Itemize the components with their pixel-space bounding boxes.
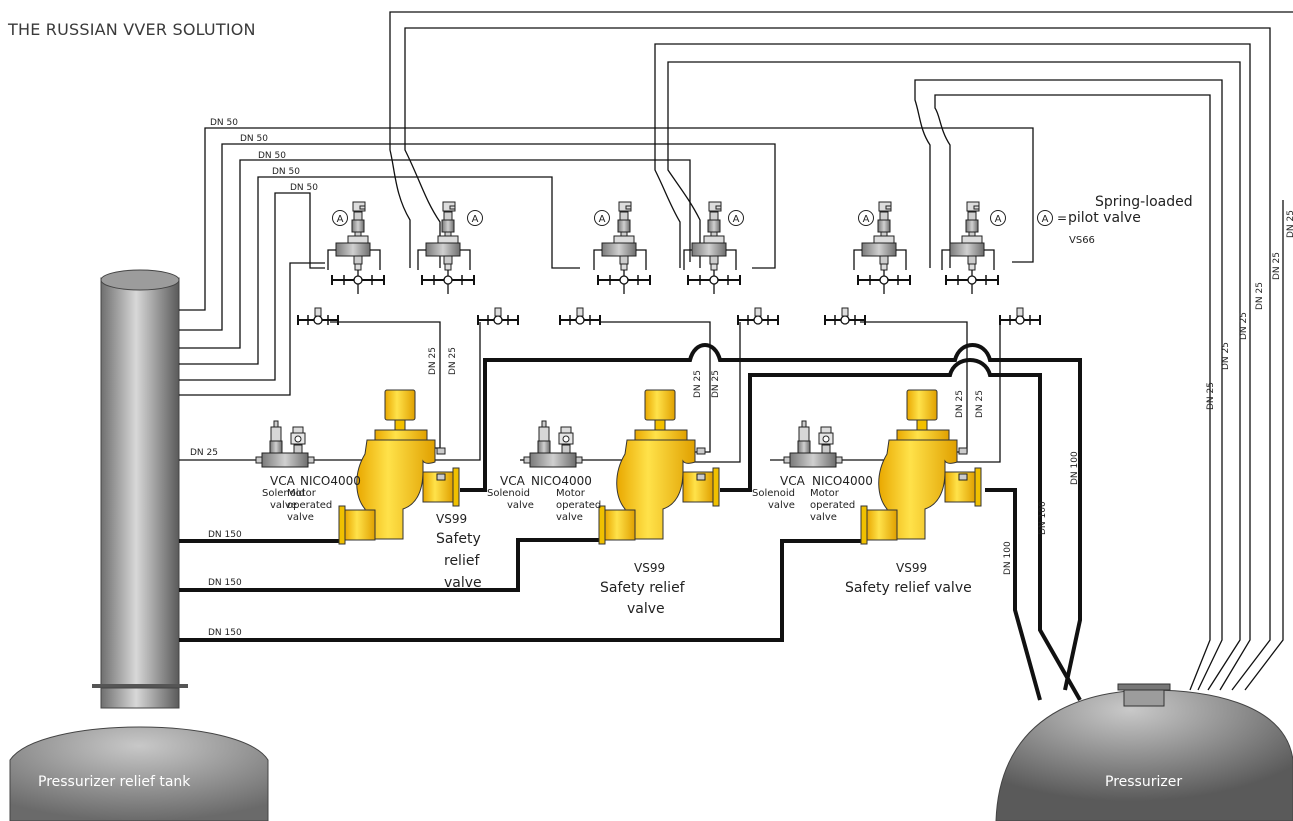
nico-label-3: NICO4000 [812,474,873,488]
svg-text:valve: valve [556,512,583,523]
svg-text:valve: valve [287,512,314,523]
svg-text:valve: valve [507,500,534,511]
valve-labels-3: VCA Solenoid valve NICO4000 Motor operat… [752,474,972,596]
vs99-label-2: VS99 [634,561,665,575]
svg-text:Motor: Motor [287,488,317,499]
pressurizer-label: Pressurizer [1105,774,1182,790]
pilot-valve-2 [417,201,483,295]
svg-text:Motor: Motor [810,488,840,499]
vca-block-2 [523,420,583,468]
label-dn150-3: DN 150 [208,628,242,638]
label-dn25-p5: DN 25 [1272,252,1282,280]
valve-labels-1: VCA Solenoid valve NICO4000 Motor operat… [262,474,482,591]
dn150-lines [179,343,1082,701]
svg-text:Solenoid: Solenoid [487,488,530,499]
pilot-valve-6 [941,201,1006,295]
label-dn50-5: DN 50 [290,183,318,193]
dn-labels: DN 50 DN 50 DN 50 DN 50 DN 50 DN 25 DN 1… [190,118,1293,638]
valve-labels-2: VCA Solenoid valve NICO4000 Motor operat… [487,474,686,617]
svg-text:operated: operated [810,500,855,511]
svg-text:Motor: Motor [556,488,586,499]
vs99-label-3: VS99 [896,561,927,575]
label-dn25-p1: DN 25 [1206,382,1216,410]
nico-label-1: NICO4000 [300,474,361,488]
label-dn100-1: DN 100 [1070,451,1080,485]
label-dn50-3: DN 50 [258,151,286,161]
label-dn25-p2: DN 25 [1221,342,1231,370]
label-dn25-v3b: DN 25 [975,390,985,418]
svg-text:valve: valve [768,500,795,511]
label-dn150-2: DN 150 [208,578,242,588]
label-dn150-1: DN 150 [208,530,242,540]
nico-label-2: NICO4000 [531,474,592,488]
svg-text:Safety relief valve: Safety relief valve [845,580,972,596]
vs99-valve-2 [598,389,720,545]
label-dn25-v2b: DN 25 [711,370,721,398]
vca-label-3: VCA [780,474,806,488]
relief-tank-label: Pressurizer relief tank [38,774,191,790]
label-dn100-3: DN 100 [1003,541,1013,575]
label-dn50-4: DN 50 [272,167,300,177]
label-dn50-2: DN 50 [240,134,268,144]
svg-text:operated: operated [287,500,332,511]
svg-text:Solenoid: Solenoid [262,488,305,499]
vca-label-1: VCA [270,474,296,488]
dn50-pilot-lines [179,127,1034,396]
legend-line3: VS66 [1069,235,1095,246]
label-dn25-v1b: DN 25 [448,347,458,375]
legend: = Spring-loaded pilot valve VS66 [1037,194,1193,246]
label-dn25-p4: DN 25 [1255,282,1265,310]
diagram-title: THE RUSSIAN VVER SOLUTION [8,20,256,39]
pressurizer-relief-tank [9,269,269,821]
vs99-label-1: VS99 [436,512,467,526]
vca-block-1 [255,420,315,468]
svg-text:operated: operated [556,500,601,511]
label-dn25-vca: DN 25 [190,448,218,458]
label-dn25-v3a: DN 25 [955,390,965,418]
svg-text:valve: valve [444,575,482,591]
vca-label-2: VCA [500,474,526,488]
pilot-valve-1 [327,201,385,295]
label-dn25-v1a: DN 25 [428,347,438,375]
label-dn25-p3: DN 25 [1239,312,1249,340]
dn25-pressurizer-lines [389,11,1293,691]
svg-text:valve: valve [810,512,837,523]
label-dn25-p6: DN 25 [1286,210,1293,238]
svg-text:Safety: Safety [436,531,481,547]
vca-block-3 [783,420,843,468]
pressurizer [995,683,1293,821]
pilot-valve-5 [853,201,911,295]
legend-line2: pilot valve [1068,210,1141,226]
pilot-valve-3 [593,201,651,295]
legend-line1: Spring-loaded [1095,194,1193,210]
svg-text:Solenoid: Solenoid [752,488,795,499]
legend-eq: = [1057,211,1067,225]
label-dn50-1: DN 50 [210,118,238,128]
svg-text:relief: relief [444,553,480,569]
pilot-valve-4 [683,201,744,295]
label-dn25-v2a: DN 25 [693,370,703,398]
svg-text:valve: valve [270,500,297,511]
svg-text:Safety relief: Safety relief [600,580,686,596]
label-dn100-2: DN 100 [1038,501,1048,535]
svg-text:valve: valve [627,601,665,617]
